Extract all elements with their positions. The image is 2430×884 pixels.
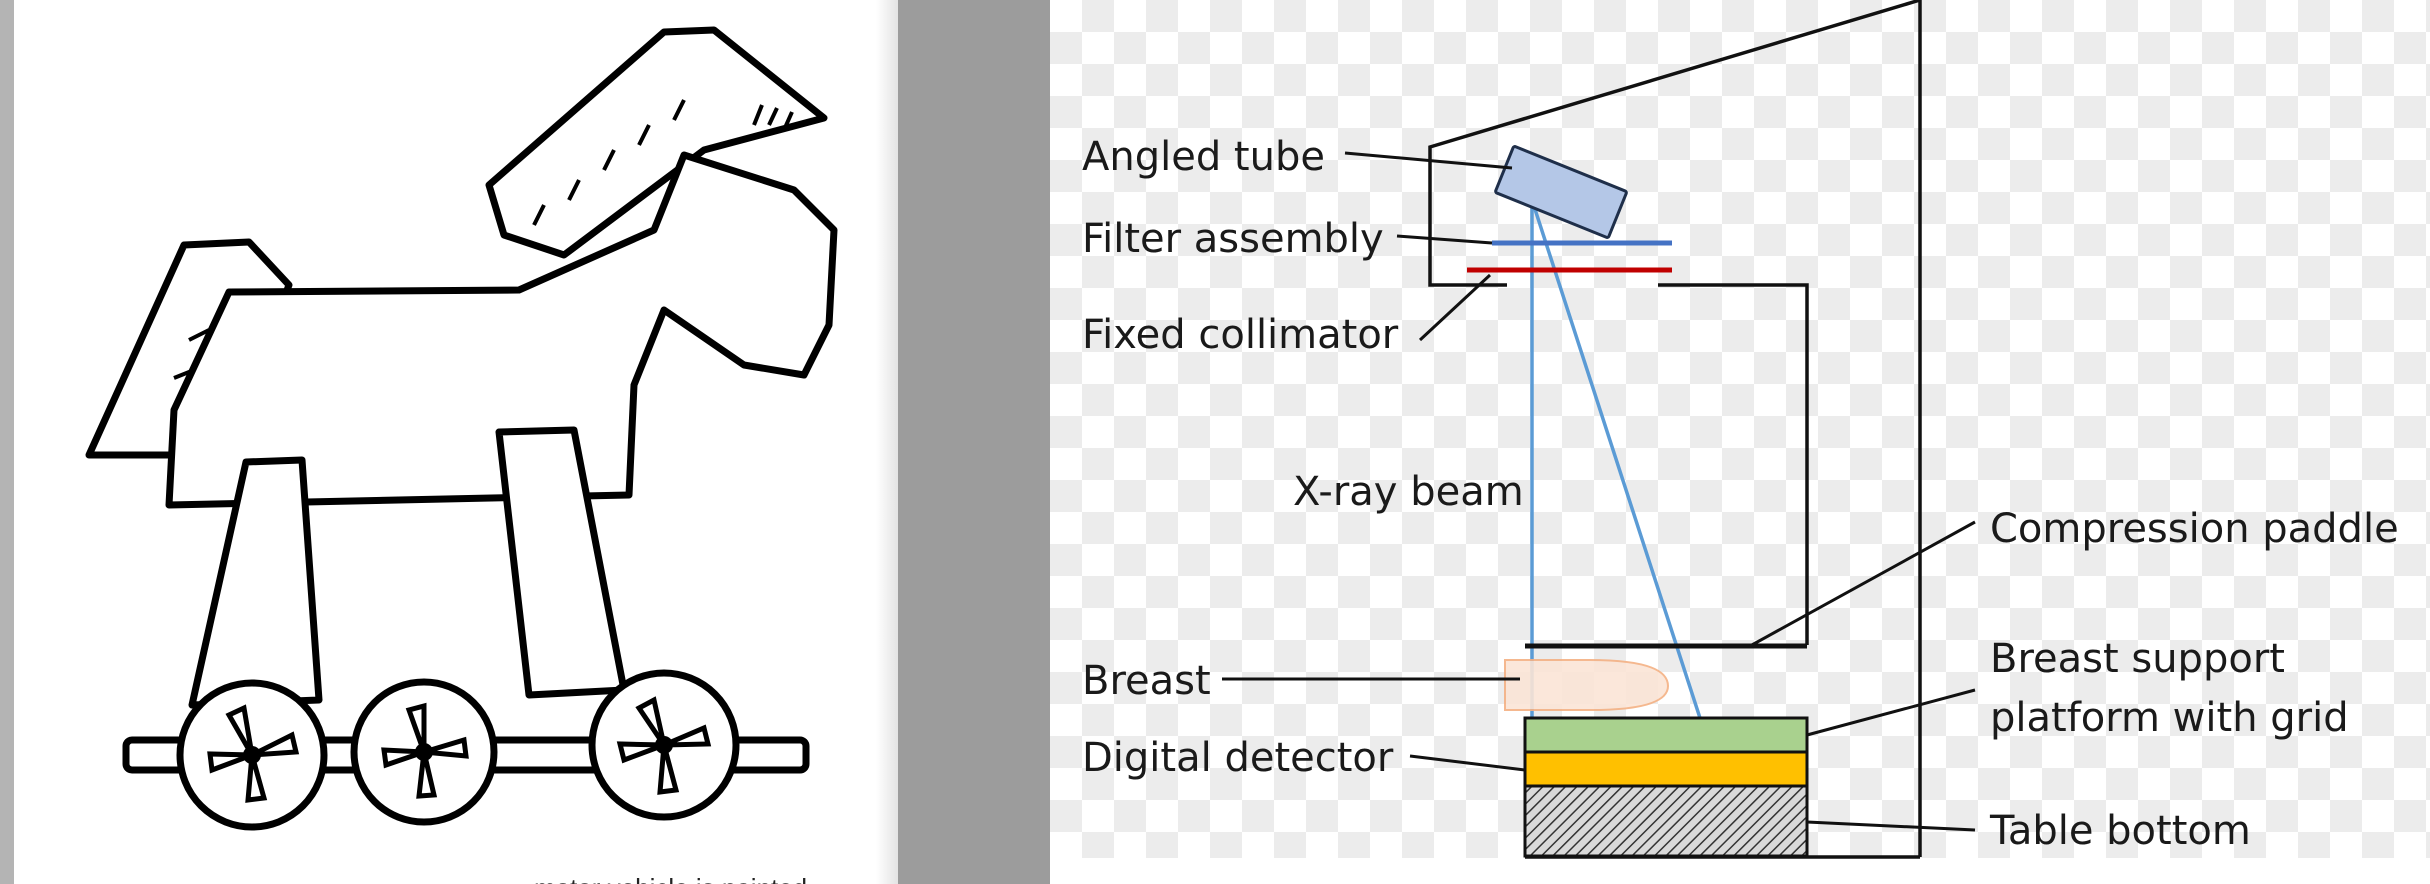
table-bottom (1523, 784, 1809, 858)
leader-compression-paddle (1749, 520, 1976, 648)
label-table-bottom: Table bottom (1989, 808, 2251, 854)
breast-support-platform (1523, 716, 1809, 754)
label-breast-support-1: Breast support (1990, 636, 2285, 682)
label-digital-detector: Digital detector (1082, 735, 1394, 781)
diagram-pane: Angled tube Filter assembly Fixed collim… (1050, 0, 2430, 884)
gray-gutter (898, 0, 1050, 884)
cut-off-caption: motor vehicle is painted (534, 868, 894, 884)
leader-breast-support (1806, 688, 1976, 737)
label-filter-assembly: Filter assembly (1082, 216, 1384, 262)
angled-tube (1494, 145, 1628, 239)
leader-filter-assembly (1396, 234, 1493, 245)
label-breast: Breast (1082, 658, 1211, 704)
label-compression-paddle: Compression paddle (1990, 506, 2399, 552)
label-xray-beam: X-ray beam (1293, 469, 1524, 515)
leader-angled-tube (1344, 151, 1513, 170)
leader-fixed-collimator (1418, 273, 1492, 342)
breast-shape (1504, 659, 1670, 711)
mammography-diagram: Angled tube Filter assembly Fixed collim… (1082, 0, 2399, 859)
leader-table-bottom (1806, 820, 1976, 832)
page-edge-shadow (876, 0, 898, 884)
label-fixed-collimator: Fixed collimator (1082, 312, 1399, 358)
pane-bottom-strip (1050, 858, 2430, 884)
leader-digital-detector (1409, 754, 1526, 772)
horse-toy-icon (85, 26, 838, 831)
gantry-outline (1428, 0, 1921, 287)
label-angled-tube: Angled tube (1082, 134, 1325, 180)
label-breast-support-2: platform with grid (1990, 695, 2349, 741)
left-image-page: motor vehicle is painted (0, 0, 898, 884)
xray-beam-right (1530, 199, 1702, 719)
digital-detector (1523, 750, 1809, 788)
housing-outline (1658, 283, 1809, 645)
